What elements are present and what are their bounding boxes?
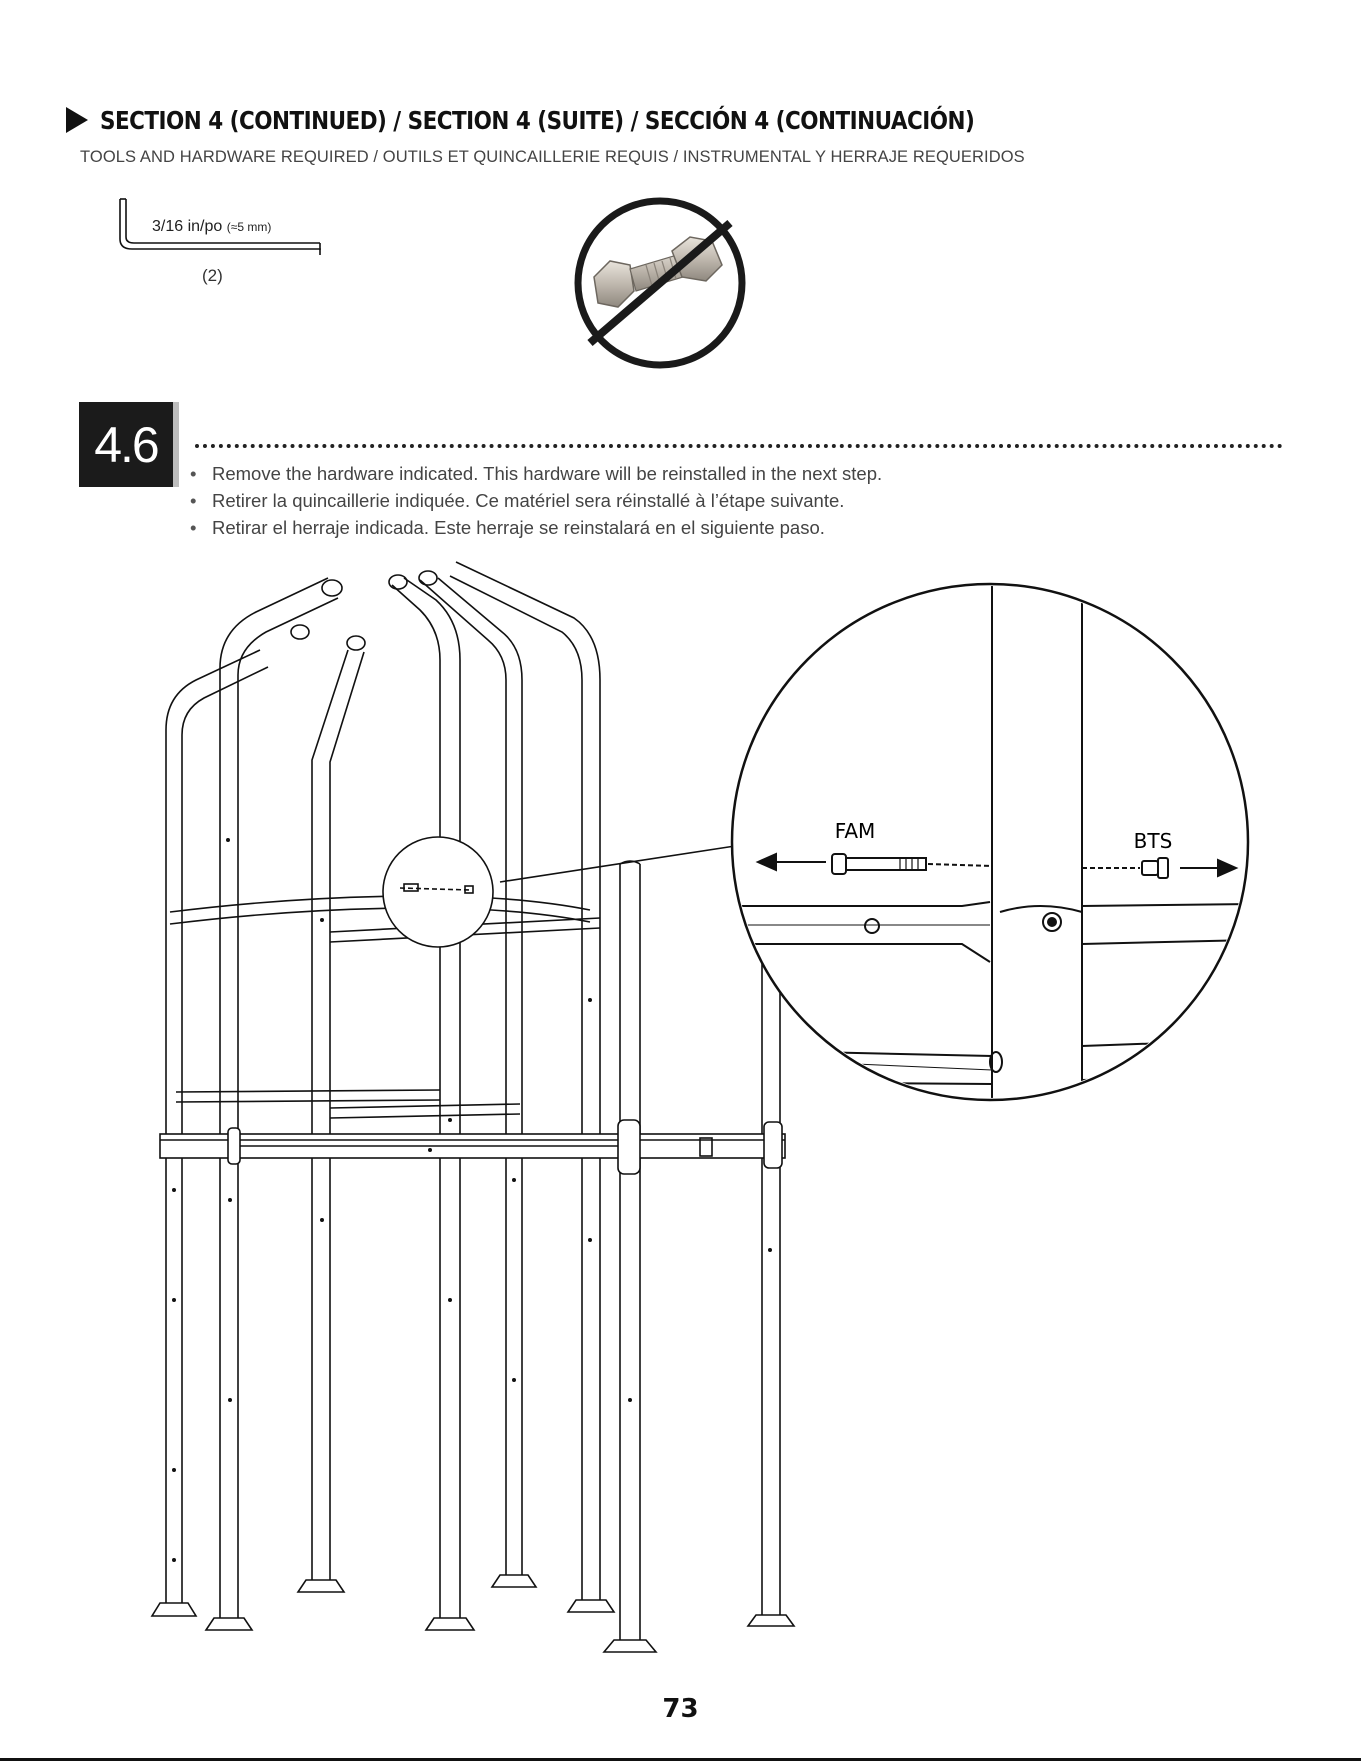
no-bolt-nut-icon bbox=[574, 197, 746, 369]
allen-key-metric: (≈5 mm) bbox=[226, 220, 272, 234]
part-label-bts: BTS bbox=[1134, 829, 1173, 853]
section-header: SECTION 4 (CONTINUED) / SECTION 4 (SUITE… bbox=[66, 100, 1117, 140]
allen-key-label: 3/16 in/po (≈5 mm) bbox=[152, 218, 271, 236]
instruction-list: •Remove the hardware indicated. This har… bbox=[190, 460, 882, 541]
dotted-divider bbox=[195, 444, 1283, 448]
assembly-diagram: FAM BTS bbox=[150, 561, 1250, 1653]
instruction-item: •Retirar el herraje indicada. Este herra… bbox=[190, 517, 825, 538]
bottom-rule bbox=[0, 1758, 1361, 1761]
allen-key-quantity: (2) bbox=[202, 266, 223, 285]
instruction-text-fr: Retirer la quincaillerie indiquée. Ce ma… bbox=[212, 490, 845, 511]
tools-required-line: TOOLS AND HARDWARE REQUIRED / OUTILS ET … bbox=[80, 148, 1025, 166]
section-title: SECTION 4 (CONTINUED) / SECTION 4 (SUITE… bbox=[100, 105, 975, 135]
part-label-fam: FAM bbox=[835, 819, 876, 843]
instruction-text-en: Remove the hardware indicated. This hard… bbox=[212, 463, 883, 484]
page-number: 73 bbox=[662, 1694, 699, 1724]
instruction-item: •Remove the hardware indicated. This har… bbox=[190, 463, 883, 484]
allen-key-size: 3/16 in/po bbox=[152, 218, 223, 235]
allen-key-icon bbox=[119, 198, 321, 255]
instruction-item: •Retirer la quincaillerie indiquée. Ce m… bbox=[190, 490, 845, 511]
step-badge-shadow bbox=[173, 402, 179, 487]
step-number-badge: 4.6 bbox=[79, 402, 173, 487]
zoom-detail: FAM BTS bbox=[730, 582, 1250, 1102]
play-arrow-icon bbox=[66, 107, 88, 133]
instruction-text-es: Retirar el herraje indicada. Este herraj… bbox=[212, 517, 825, 538]
